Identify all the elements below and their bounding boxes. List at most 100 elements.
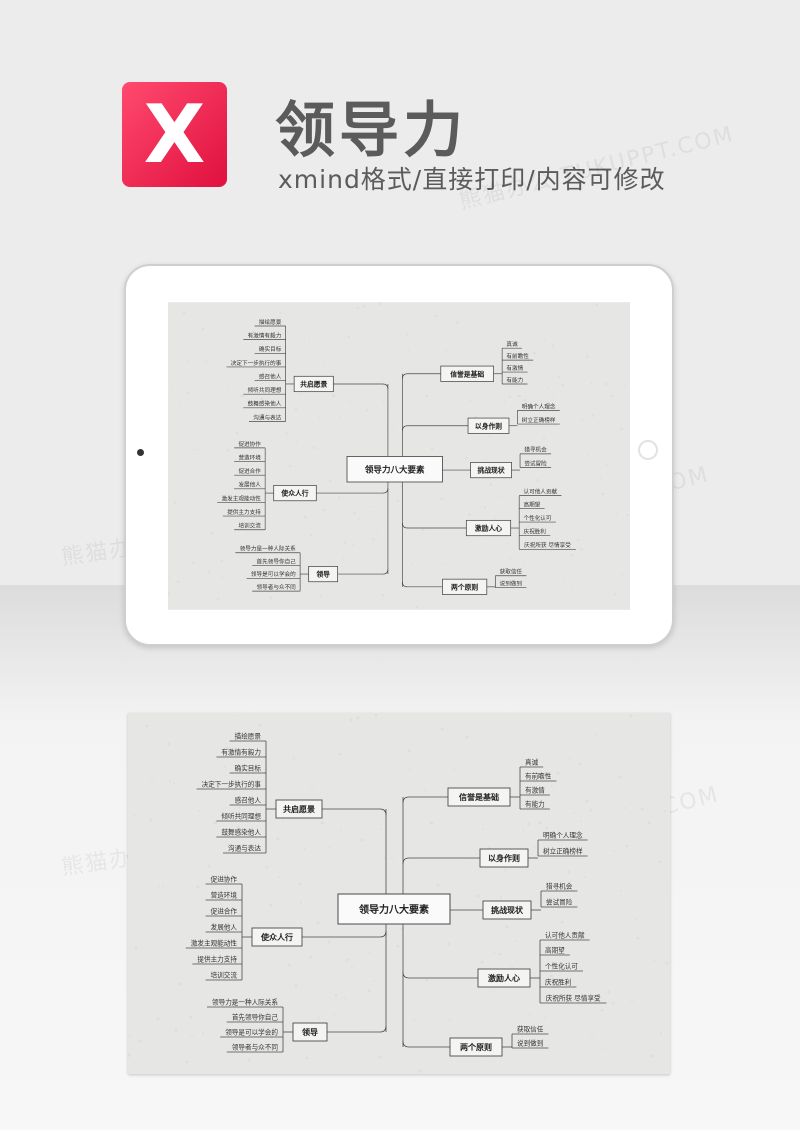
- paper-texture: [603, 724, 605, 726]
- branch-label: 共启愿景: [283, 804, 315, 814]
- paper-texture: [149, 818, 153, 822]
- branch-box[interactable]: [479, 848, 529, 868]
- paper-texture: [488, 435, 491, 437]
- paper-texture: [494, 990, 496, 992]
- paper-texture: [472, 915, 474, 917]
- connector-line: [333, 383, 389, 390]
- paper-texture: [578, 762, 582, 766]
- branch-box[interactable]: [470, 462, 512, 479]
- paper-texture: [247, 907, 249, 909]
- sheet-mindmap: 描绘愿景有激情有毅力确实目标决定下一步执行的事感召他人倾听共同理想鼓舞感染他人沟…: [128, 713, 670, 1074]
- paper-texture: [251, 330, 254, 334]
- paper-texture: [566, 319, 568, 321]
- branch-box[interactable]: [293, 375, 334, 393]
- paper-texture: [562, 578, 565, 581]
- home-button[interactable]: [638, 440, 658, 460]
- paper-texture: [214, 821, 218, 825]
- paper-texture: [465, 945, 467, 947]
- paper-texture: [443, 1070, 445, 1072]
- paper-texture: [596, 998, 600, 1002]
- paper-texture: [186, 392, 189, 395]
- branch-box[interactable]: [447, 787, 511, 807]
- paper-texture: [461, 474, 463, 476]
- paper-texture: [260, 398, 264, 401]
- paper-texture: [483, 506, 487, 509]
- paper-texture: [334, 823, 336, 825]
- paper-texture: [353, 511, 356, 514]
- paper-texture: [226, 514, 228, 516]
- paper-texture: [465, 490, 466, 491]
- paper-texture: [367, 1028, 369, 1030]
- branch-item: 培训交流: [211, 971, 238, 980]
- branch-box[interactable]: [465, 519, 512, 537]
- paper-texture: [313, 446, 316, 450]
- branch-box[interactable]: [273, 485, 317, 502]
- paper-texture: [427, 395, 429, 397]
- paper-texture: [202, 1032, 204, 1034]
- paper-texture: [523, 480, 525, 482]
- paper-texture: [314, 463, 317, 465]
- branch-item: 培训交流: [238, 522, 261, 530]
- branch-box[interactable]: [292, 1022, 328, 1042]
- branch-box[interactable]: [442, 578, 488, 595]
- paper-texture: [384, 857, 386, 859]
- paper-texture: [288, 464, 292, 468]
- branch-label: 使众人行: [260, 932, 293, 942]
- paper-texture: [576, 588, 578, 589]
- paper-texture: [553, 393, 555, 396]
- paper-texture: [362, 305, 366, 308]
- paper-texture: [294, 984, 298, 988]
- paper-texture: [247, 383, 249, 385]
- paper-texture: [356, 926, 358, 928]
- paper-texture: [647, 821, 651, 825]
- paper-texture: [407, 749, 411, 753]
- branch-item: 有激情: [506, 364, 523, 372]
- branch-box[interactable]: [467, 417, 510, 434]
- paper-texture: [369, 952, 371, 954]
- paper-texture: [201, 603, 203, 605]
- paper-texture: [329, 846, 331, 848]
- center-node[interactable]: [346, 456, 443, 483]
- branch-item: 发展他人: [238, 481, 261, 489]
- paper-texture: [213, 822, 215, 824]
- paper-texture: [372, 537, 375, 541]
- branch-box[interactable]: [449, 1037, 503, 1057]
- paper-texture: [493, 952, 495, 954]
- paper-texture: [654, 865, 656, 867]
- branch-box[interactable]: [440, 365, 494, 382]
- paper-texture: [626, 513, 629, 517]
- branch-box[interactable]: [482, 900, 532, 920]
- paper-texture: [447, 867, 449, 869]
- branch-item: 提供主力支持: [197, 955, 237, 964]
- paper-texture: [508, 395, 512, 399]
- paper-texture: [471, 858, 473, 860]
- paper-texture: [586, 355, 589, 358]
- paper-texture: [441, 562, 444, 565]
- paper-texture: [202, 360, 205, 362]
- branch-box[interactable]: [251, 927, 303, 947]
- paper-texture: [531, 530, 534, 533]
- paper-texture: [396, 322, 398, 324]
- paper-texture: [621, 574, 624, 576]
- paper-texture: [309, 533, 313, 537]
- page-subtitle: xmind格式/直接打印/内容可修改: [278, 165, 666, 194]
- branch-box[interactable]: [477, 968, 531, 988]
- paper-texture: [275, 539, 277, 541]
- paper-texture: [665, 961, 669, 965]
- branch-box[interactable]: [275, 799, 323, 819]
- paper-texture: [269, 596, 273, 600]
- branch-label: 以身作则: [475, 421, 502, 430]
- branch-item: 描绘愿景: [235, 732, 262, 741]
- branch-item: 庆祝所获 尽情享受: [524, 541, 571, 549]
- connector-line: [402, 425, 469, 431]
- center-node[interactable]: [337, 893, 451, 925]
- paper-texture: [415, 606, 419, 609]
- paper-texture: [624, 807, 626, 809]
- branch-item: 领导力是一种人际关系: [212, 998, 278, 1007]
- paper-texture: [329, 561, 332, 563]
- paper-texture: [269, 467, 271, 469]
- branch-item: 首先领导你自己: [257, 557, 297, 565]
- paper-texture: [309, 437, 311, 439]
- branch-box[interactable]: [308, 566, 339, 583]
- paper-texture: [232, 428, 234, 430]
